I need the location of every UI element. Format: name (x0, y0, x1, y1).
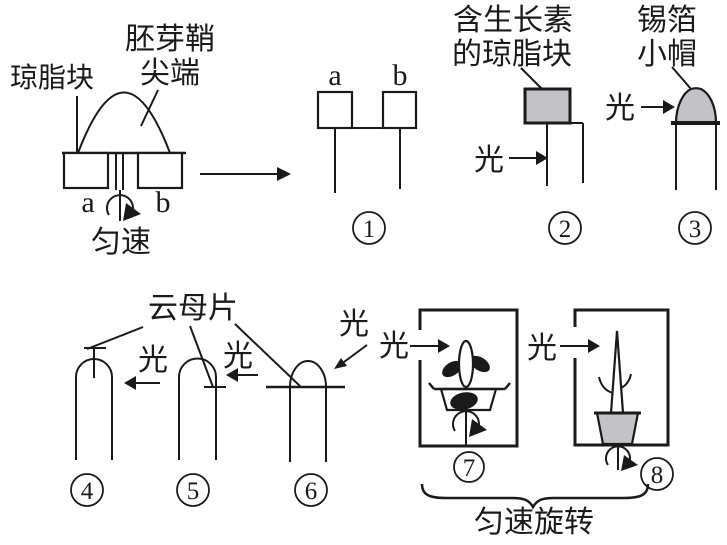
setup-5: 光 5 (176, 340, 258, 507)
uniform-speed-caption: 匀速 (91, 226, 151, 259)
setup-source: 琼脂块 胚芽鞘 尖端 a b 匀速 (10, 23, 291, 259)
setup-8: 光 8 (527, 308, 674, 491)
light-arrowhead (438, 339, 450, 353)
coleoptile-tip-dome (289, 360, 327, 388)
tin-foil-cap (674, 87, 718, 125)
light-arrowhead (663, 100, 675, 114)
left-leaf (442, 360, 462, 378)
setup-6: 光 6 (266, 308, 369, 507)
right-leaf (470, 355, 490, 373)
light-arrowhead (334, 358, 347, 369)
setup-number: 7 (463, 455, 476, 482)
setup-3: 锡箔 小帽 光 3 (605, 4, 720, 245)
transform-arrowhead (277, 167, 291, 181)
left-branch (598, 376, 614, 394)
mica-leader-line-to-4 (86, 326, 144, 350)
setup-number: 5 (187, 478, 200, 505)
light-label: 光 (527, 332, 557, 365)
uniform-rotation-caption: 匀速旋转 (474, 506, 594, 539)
coleoptile-tip-label-line2: 尖端 (140, 57, 200, 90)
foil-cap-label-line1: 锡箔 (637, 4, 697, 37)
light-label: 光 (138, 344, 168, 377)
number-circle (640, 457, 674, 491)
mica-leader-line-to-6 (234, 323, 301, 387)
light-arrowhead (226, 368, 238, 382)
setup-number: 8 (651, 462, 664, 489)
light-label: 光 (223, 340, 253, 373)
rotation-arrowhead (621, 455, 638, 471)
number-circle (678, 211, 712, 245)
right-branch (620, 373, 632, 389)
number-circle (548, 211, 582, 245)
number-circle (453, 451, 485, 483)
coleoptile-tip-label-line1: 胚芽鞘 (125, 23, 215, 56)
auxin-agar-block (523, 87, 572, 125)
light-arrowhead (124, 376, 136, 390)
block-b-label: b (393, 59, 408, 92)
light-arrowhead (536, 151, 548, 165)
light-label: 光 (605, 92, 635, 125)
light-box (418, 308, 519, 448)
tip-label-leader-line (140, 89, 159, 127)
coleoptile-outline (178, 357, 217, 460)
rotation-caption-group: 匀速旋转 (420, 483, 650, 539)
auxin-agar-label-line1: 含生长素 (453, 4, 573, 37)
setup-number: 3 (689, 216, 702, 243)
number-circle (70, 473, 104, 507)
light-box (573, 308, 670, 447)
light-label: 光 (339, 308, 369, 341)
auxin-agar-label-line2: 的琼脂块 (452, 38, 572, 71)
setup-1: a b 1 (316, 59, 418, 245)
pot-rim-right-tick (504, 382, 511, 390)
rotation-arrow (605, 445, 631, 466)
plant-spike (609, 330, 625, 415)
pot (595, 411, 640, 446)
block-b-label: b (156, 186, 171, 219)
light-label: 光 (474, 144, 504, 177)
block-a-label: a (328, 59, 341, 92)
agar-block-b (381, 90, 418, 130)
number-circle (176, 473, 210, 507)
setup-number: 1 (363, 216, 376, 243)
light-label: 光 (379, 330, 409, 363)
rotation-arrowhead (469, 419, 487, 437)
block-a-label: a (81, 186, 94, 219)
auxin-label-leader-line (520, 67, 544, 91)
mica-leader-line-to-5 (189, 325, 214, 388)
agar-block-b (136, 151, 184, 190)
coleoptile-tip-dome (77, 91, 171, 154)
mica-label-group: 云母片 (86, 292, 301, 388)
agar-block-a (62, 151, 110, 190)
setup-7: 光 7 (379, 308, 519, 483)
setup-number: 2 (559, 216, 572, 243)
foil-cap-label-line2: 小帽 (637, 38, 697, 71)
setup-number: 4 (81, 478, 94, 505)
center-leaf (457, 339, 475, 389)
setup-4: 光 4 (70, 344, 168, 507)
foil-label-leader-line (671, 66, 692, 90)
soil-bulb (450, 392, 478, 410)
number-circle (352, 211, 386, 245)
mica-sheet-label: 云母片 (148, 292, 238, 325)
setup-number: 6 (305, 478, 318, 505)
light-arrowhead (588, 339, 600, 353)
underbrace (420, 483, 650, 510)
agar-block-label: 琼脂块 (10, 62, 94, 94)
rotation-arrowhead (123, 203, 141, 221)
light-arrow-shaft (343, 344, 368, 363)
agar-block-a (316, 90, 354, 130)
number-circle (294, 473, 328, 507)
setup-2: 含生长素 的琼脂块 光 2 (452, 4, 584, 245)
pot-rim-left-tick (428, 382, 435, 390)
